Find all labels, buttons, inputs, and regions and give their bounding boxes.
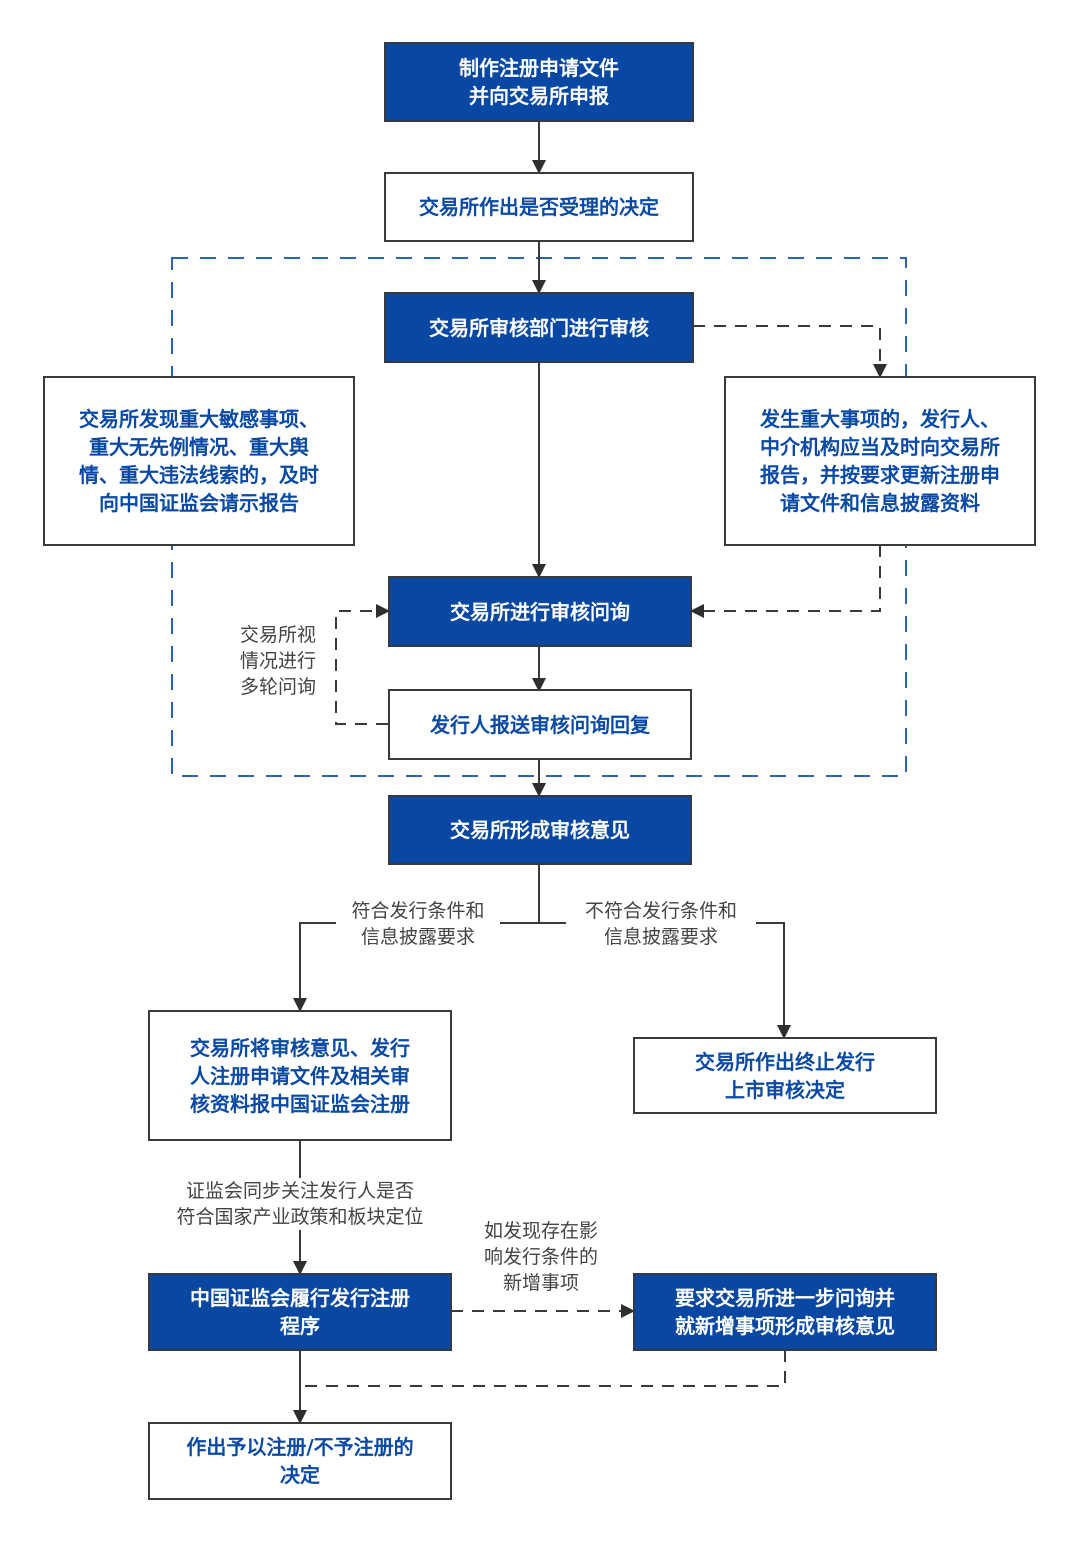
node-prepare-application: 制作注册申请文件 并向交易所申报: [384, 42, 694, 122]
label-csrc-focus: 证监会同步关注发行人是否 符合国家产业政策和板块定位: [150, 1178, 450, 1230]
node-acceptance-decision-text: 交易所作出是否受理的决定: [419, 195, 659, 219]
node-submit-to-csrc: 交易所将审核意见、发行 人注册申请文件及相关审 核资料报中国证监会注册: [148, 1010, 452, 1141]
node-major-events-text: 发生重大事项的，发行人、 中介机构应当及时向交易所 报告，并按要求更新注册申 请…: [760, 407, 1000, 515]
node-report-to-csrc: 交易所发现重大敏感事项、 重大无先例情况、重大舆 情、重大违法线索的，及时 向中…: [43, 376, 355, 546]
node-review-inquiry: 交易所进行审核问询: [388, 576, 692, 647]
node-further-inquiry: 要求交易所进一步问询并 就新增事项形成审核意见: [633, 1273, 937, 1351]
node-submit-to-csrc-text: 交易所将审核意见、发行 人注册申请文件及相关审 核资料报中国证监会注册: [190, 1035, 410, 1116]
node-csrc-registration: 中国证监会履行发行注册 程序: [148, 1273, 452, 1351]
label-new-matters: 如发现存在影 响发行条件的 新增事项: [483, 1220, 598, 1294]
node-inquiry-reply: 发行人报送审核问询回复: [388, 689, 692, 760]
node-review-opinion-text: 交易所形成审核意见: [450, 818, 630, 842]
node-final-decision-text: 作出予以注册/不予注册的 决定: [186, 1435, 414, 1487]
label-multi-round-inquiry: 交易所视 情况进行 多轮问询: [239, 624, 316, 698]
node-review-opinion: 交易所形成审核意见: [388, 795, 692, 865]
node-csrc-registration-text: 中国证监会履行发行注册 程序: [190, 1286, 410, 1338]
node-report-to-csrc-text: 交易所发现重大敏感事项、 重大无先例情况、重大舆 情、重大违法线索的，及时 向中…: [79, 407, 319, 515]
node-review-department: 交易所审核部门进行审核: [384, 292, 694, 363]
node-terminate-review-text: 交易所作出终止发行 上市审核决定: [695, 1049, 875, 1102]
node-inquiry-reply-text: 发行人报送审核问询回复: [430, 712, 650, 737]
node-review-inquiry-text: 交易所进行审核问询: [450, 599, 630, 624]
node-review-department-text: 交易所审核部门进行审核: [429, 315, 649, 340]
dashed-arrow-major-events-to-inquiry: [690, 545, 881, 618]
node-prepare-application-text: 制作注册申请文件 并向交易所申报: [459, 56, 619, 108]
label-meets-conditions: 符合发行条件和 信息披露要求: [336, 898, 500, 950]
dashed-arrow-review-to-major-events: [693, 325, 887, 378]
dashed-return-further-inquiry: [302, 1350, 786, 1387]
dashed-arrow-multi-round-loop: [335, 604, 390, 725]
node-acceptance-decision: 交易所作出是否受理的决定: [384, 172, 694, 242]
node-final-decision: 作出予以注册/不予注册的 决定: [148, 1422, 452, 1500]
node-terminate-review: 交易所作出终止发行 上市审核决定: [633, 1037, 937, 1114]
node-further-inquiry-text: 要求交易所进一步问询并 就新增事项形成审核意见: [675, 1286, 895, 1338]
node-major-events: 发生重大事项的，发行人、 中介机构应当及时向交易所 报告，并按要求更新注册申 请…: [724, 376, 1036, 546]
label-not-meets-conditions: 不符合发行条件和 信息披露要求: [566, 898, 756, 950]
